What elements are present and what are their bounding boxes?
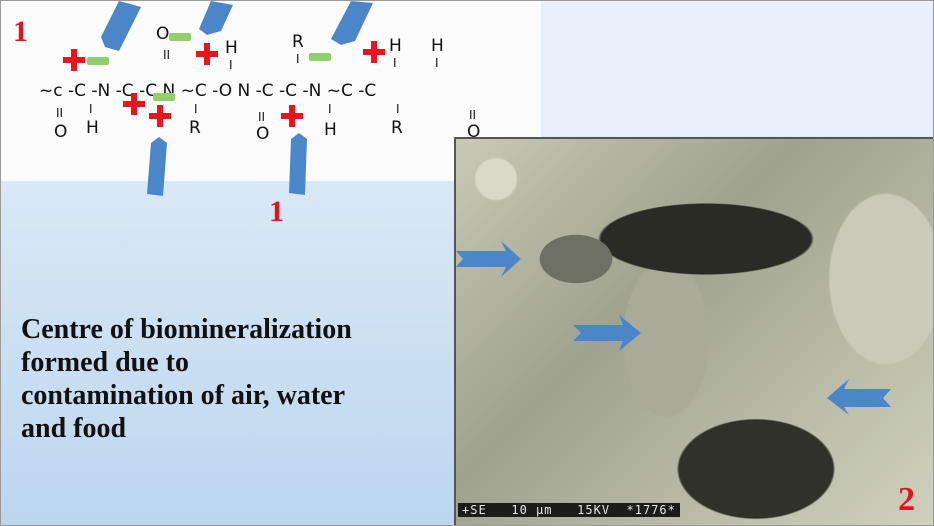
negative-charge-markers [87,33,331,101]
svg-text:I: I [328,102,332,116]
sem-databar: +SE 10 µm 15KV *1776* [458,503,680,517]
svg-text:I: I [229,58,233,72]
svg-text:I: I [89,102,93,116]
figure-label-1-bottom: 1 [269,195,284,228]
svg-text:I: I [194,102,198,116]
svg-text:R: R [391,118,403,138]
svg-text:O: O [256,124,269,144]
svg-text:H: H [225,38,238,58]
figure-label-2: 2 [898,481,915,518]
svg-text:I: I [296,52,300,66]
caption-line: Centre of biomineralization [21,314,352,345]
svg-text:H: H [324,120,337,140]
positive-charge-markers [63,41,385,127]
caption-line: and food [21,413,127,444]
svg-text:O: O [54,122,67,142]
molecule-panel [1,1,541,181]
arrow-left-icon [827,379,891,415]
svg-text:~c -C -N -C -C N ~C -O N -C -C: ~c -C -N -C -C N ~C -O N -C -C -N ~C -C [39,81,376,101]
svg-text:II: II [56,106,63,120]
sem-micrograph: +SE 10 µm 15KV *1776* 2 [454,137,933,525]
caption-line: contamination of air, water [21,380,346,411]
caption-line: formed due to [21,347,189,378]
figure-label-1-top: 1 [13,15,28,48]
svg-text:I: I [396,102,400,116]
svg-text:R: R [189,118,201,138]
binding-arrows [101,1,373,196]
svg-text:R: R [292,32,304,52]
arrow-right-icon [456,241,521,277]
slide-caption: Centre of biomineralization formed due t… [21,313,441,445]
svg-text:I: I [435,56,439,70]
svg-text:H: H [86,118,99,138]
svg-text:I: I [393,56,397,70]
svg-text:O: O [156,24,169,44]
svg-text:II: II [163,48,170,62]
svg-text:II: II [258,110,265,124]
svg-text:H: H [431,36,444,56]
top-right-panel [541,6,933,136]
svg-text:H: H [389,36,402,56]
arrow-right-icon [573,315,641,351]
peptide-chain-diagram: ~c -C -N -C -C N ~C -O N -C -C -N ~C -C … [39,1,480,196]
svg-text:II: II [469,108,476,122]
